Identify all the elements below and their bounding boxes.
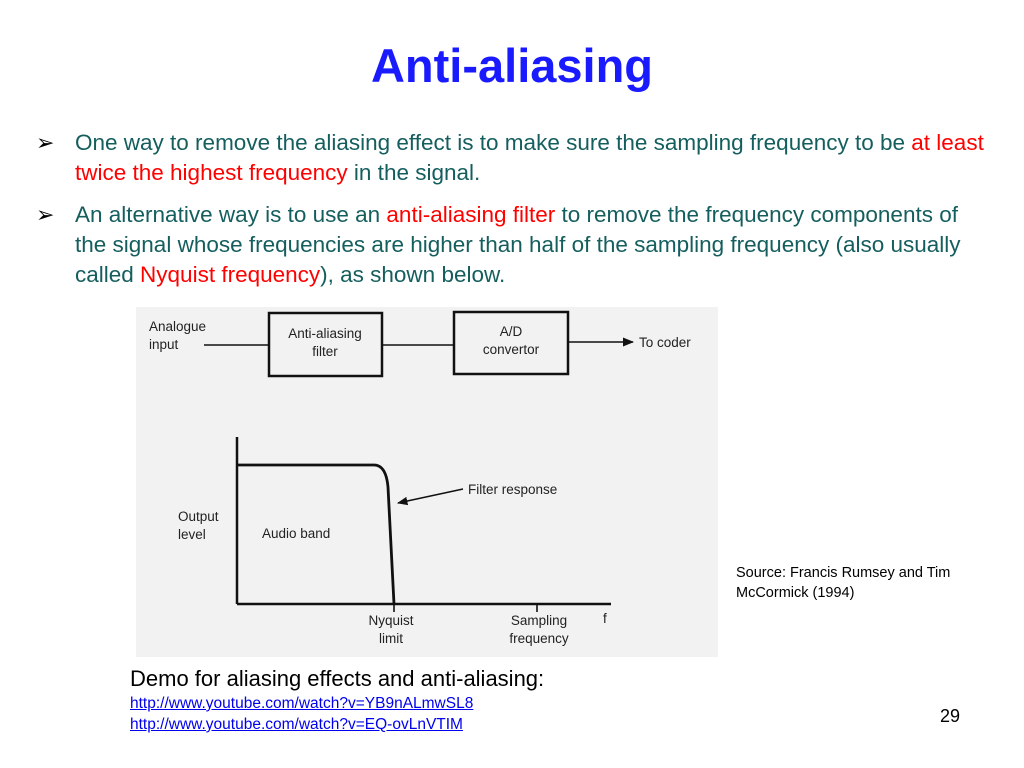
- demo-link[interactable]: http://www.youtube.com/watch?v=YB9nALmwS…: [130, 695, 474, 712]
- sampling-tick-label: Sampling: [511, 613, 567, 628]
- bullet-highlight: anti-aliasing filter: [386, 202, 556, 227]
- annotation-arrow: [396, 488, 464, 506]
- input-label: Analogue: [149, 319, 206, 334]
- output-label: To coder: [639, 335, 691, 350]
- y-axis-label: Output: [178, 509, 219, 524]
- bullet-highlight: Nyquist frequency: [140, 262, 321, 287]
- adc-block-label: convertor: [483, 342, 540, 357]
- sampling-tick-label: frequency: [509, 631, 569, 646]
- bullet-text-part: ), as shown below.: [320, 262, 506, 287]
- bullet-text: An alternative way is to use an anti-ali…: [75, 200, 986, 290]
- bullet-text-part: One way to remove the aliasing effect is…: [75, 130, 912, 155]
- demo-title: Demo for aliasing effects and anti-alias…: [130, 666, 545, 691]
- demo-section: Demo for aliasing effects and anti-alias…: [130, 665, 730, 735]
- bullet-highlight: at least twice the highest frequency: [75, 130, 984, 185]
- filter-response-curve: [237, 463, 396, 605]
- demo-link[interactable]: http://www.youtube.com/watch?v=EQ-ovLnVT…: [130, 716, 463, 733]
- bullet-text: One way to remove the aliasing effect is…: [75, 128, 986, 188]
- arrow-bullet-icon: ➢: [36, 130, 55, 155]
- nyquist-tick-label: limit: [379, 631, 403, 646]
- source-note: Source: Francis Rumsey and Tim McCormick…: [736, 565, 951, 601]
- page-number: 29: [940, 706, 961, 726]
- adc-block: [452, 310, 570, 376]
- bullet-text-part: in the signal.: [347, 160, 481, 185]
- bullet-text-part: to remove the frequency components of th…: [75, 202, 961, 287]
- bullet-item: ➢ An alternative way is to use an anti-a…: [36, 200, 986, 290]
- curve-label: Filter response: [468, 482, 557, 497]
- nyquist-tick-label: Nyquist: [368, 613, 413, 628]
- bullet-list: ➢ One way to remove the aliasing effect …: [36, 128, 986, 302]
- input-label: input: [149, 337, 179, 352]
- adc-block-label: A/D: [500, 324, 523, 339]
- region-label: Audio band: [262, 526, 330, 541]
- y-axis-label: level: [178, 527, 206, 542]
- anti-aliasing-figure: Analogue input Anti-aliasing filter A/D …: [136, 307, 718, 657]
- bullet-text-part: An alternative way is to use an: [75, 202, 387, 227]
- filter-response-graph: Filter response Output level Audio band …: [178, 437, 611, 646]
- bullet-item: ➢ One way to remove the aliasing effect …: [36, 128, 986, 188]
- filter-block-label: filter: [312, 344, 338, 359]
- x-axis-label: f: [603, 611, 607, 626]
- block-diagram: Analogue input Anti-aliasing filter A/D …: [149, 310, 691, 378]
- filter-block-label: Anti-aliasing: [288, 326, 362, 341]
- slide-title: Anti-aliasing: [370, 39, 654, 92]
- arrow-bullet-icon: ➢: [36, 202, 55, 227]
